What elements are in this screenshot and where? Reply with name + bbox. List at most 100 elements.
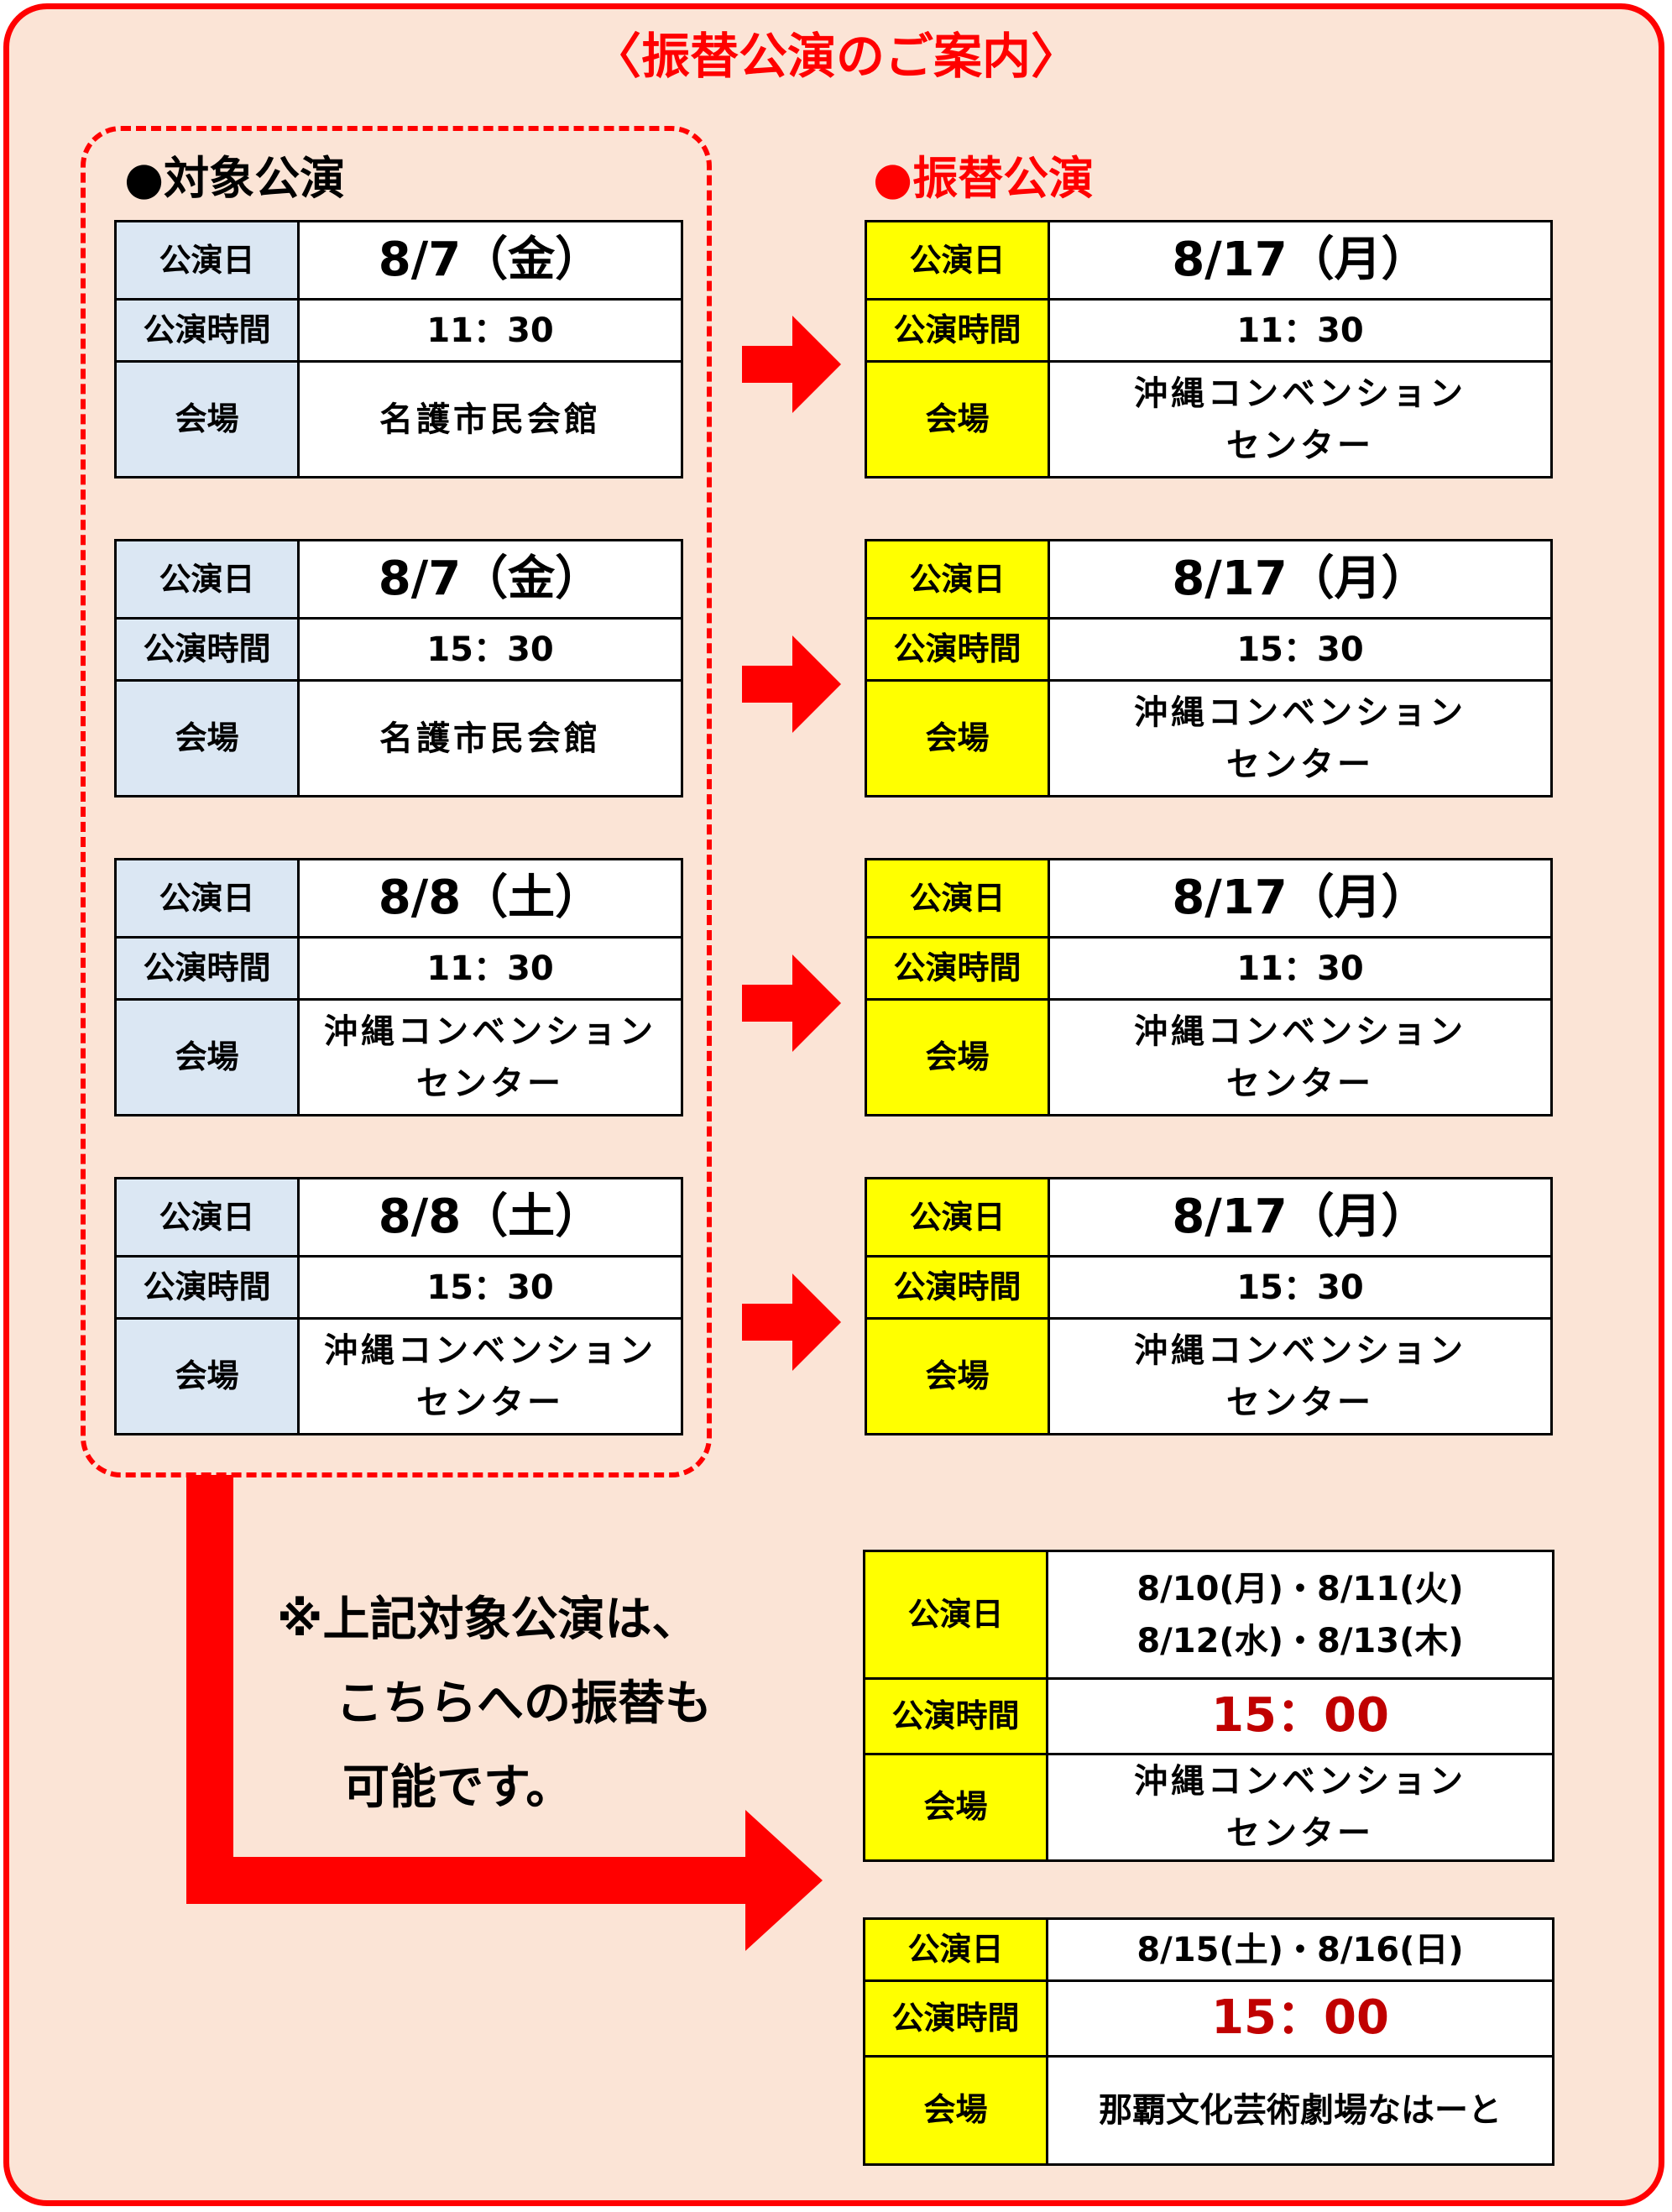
venue-line: 沖縄コンベンション bbox=[1134, 374, 1466, 413]
venue-label: 会場 bbox=[114, 998, 300, 1116]
venue-label: 会場 bbox=[865, 998, 1050, 1116]
note-line: こちらへの振替も bbox=[336, 1676, 712, 1731]
venue-line: 那覇文化芸術劇場なはーと bbox=[1099, 2090, 1502, 2130]
target-shows-group bbox=[81, 126, 712, 1477]
transfer-note: ※上記対象公演は、 こちらへの振替も 可能です。 bbox=[277, 1578, 712, 1830]
note-line: 可能です。 bbox=[342, 1760, 573, 1815]
venue-line: 沖縄コンベンション bbox=[324, 1012, 656, 1051]
arrow-right-icon bbox=[742, 316, 841, 413]
venue-label: 会場 bbox=[114, 679, 300, 797]
venue-line: 名護市民会館 bbox=[379, 400, 601, 439]
venue-line: センター bbox=[1226, 1813, 1374, 1853]
note-line: ※上記対象公演は、 bbox=[277, 1592, 699, 1647]
target-shows-heading: ●対象公演 bbox=[124, 152, 346, 205]
date-label: 公演日 bbox=[863, 1917, 1048, 1982]
date-label: 公演日 bbox=[865, 220, 1050, 301]
time-label: 公演時間 bbox=[114, 617, 300, 682]
show-time: 11：30 bbox=[1048, 298, 1553, 363]
date-label: 公演日 bbox=[114, 220, 300, 301]
date-label: 公演日 bbox=[114, 1177, 300, 1258]
venue-label: 会場 bbox=[865, 679, 1050, 797]
show-venue: 名護市民会館 bbox=[297, 360, 683, 478]
transfer-shows-heading: ●振替公演 bbox=[873, 152, 1095, 205]
arrow-right-icon bbox=[742, 954, 841, 1052]
venue-label: 会場 bbox=[863, 1752, 1048, 1862]
show-venue: 名護市民会館 bbox=[297, 679, 683, 797]
show-time: 15：00 bbox=[1046, 1677, 1554, 1755]
time-label: 公演時間 bbox=[114, 936, 300, 1001]
venue-label: 会場 bbox=[865, 360, 1050, 478]
show-time: 15：30 bbox=[297, 617, 683, 682]
page-title: 〈振替公演のご案内〉 bbox=[592, 28, 1079, 85]
show-time: 15：00 bbox=[1046, 1979, 1554, 2058]
venue-line: 沖縄コンベンション bbox=[1134, 1761, 1466, 1801]
date-label: 公演日 bbox=[865, 539, 1050, 620]
show-date: 8/17（月） bbox=[1048, 539, 1553, 620]
venue-line: センター bbox=[1226, 1383, 1374, 1422]
venue-line: 名護市民会館 bbox=[379, 719, 601, 758]
show-venue: 沖縄コンベンションセンター bbox=[1048, 360, 1553, 478]
time-label: 公演時間 bbox=[114, 298, 300, 363]
venue-line: 沖縄コンベンション bbox=[1134, 1012, 1466, 1051]
date-label: 公演日 bbox=[863, 1550, 1048, 1680]
venue-label: 会場 bbox=[863, 2054, 1048, 2167]
show-date: 8/17（月） bbox=[1048, 858, 1553, 939]
time-label: 公演時間 bbox=[114, 1255, 300, 1320]
show-time: 11：30 bbox=[1048, 936, 1553, 1001]
show-venue: 沖縄コンベンションセンター bbox=[1048, 1317, 1553, 1435]
show-date: 8/7（金） bbox=[297, 220, 683, 301]
date-line: 8/10(月)・8/11(火) bbox=[1136, 1569, 1464, 1608]
arrow-right-icon bbox=[742, 635, 841, 733]
venue-line: 沖縄コンベンション bbox=[1134, 1331, 1466, 1370]
show-date: 8/17（月） bbox=[1048, 1177, 1553, 1258]
venue-line: 沖縄コンベンション bbox=[324, 1331, 656, 1370]
venue-line: センター bbox=[1226, 745, 1374, 784]
show-venue: 沖縄コンベンションセンター bbox=[297, 998, 683, 1116]
date-label: 公演日 bbox=[114, 539, 300, 620]
venue-line: センター bbox=[1226, 426, 1374, 465]
time-label: 公演時間 bbox=[865, 298, 1050, 363]
venue-label: 会場 bbox=[114, 1317, 300, 1435]
show-venue: 沖縄コンベンションセンター bbox=[1048, 679, 1553, 797]
show-date: 8/7（金） bbox=[297, 539, 683, 620]
show-date: 8/10(月)・8/11(火) 8/12(水)・8/13(木) bbox=[1046, 1550, 1554, 1680]
arrow-right-icon bbox=[742, 1273, 841, 1371]
venue-line: センター bbox=[416, 1064, 564, 1103]
time-label: 公演時間 bbox=[863, 1979, 1048, 2058]
time-label: 公演時間 bbox=[863, 1677, 1048, 1755]
elbow-arrow-icon bbox=[186, 1475, 823, 1951]
show-time: 15：30 bbox=[1048, 1255, 1553, 1320]
show-date: 8/15(土)・8/16(日) bbox=[1046, 1917, 1554, 1982]
venue-line: 沖縄コンベンション bbox=[1134, 693, 1466, 732]
time-label: 公演時間 bbox=[865, 936, 1050, 1001]
show-date: 8/8（土） bbox=[297, 1177, 683, 1258]
date-label: 公演日 bbox=[865, 858, 1050, 939]
venue-line: センター bbox=[416, 1383, 564, 1422]
show-date: 8/8（土） bbox=[297, 858, 683, 939]
date-label: 公演日 bbox=[865, 1177, 1050, 1258]
show-venue: 沖縄コンベンションセンター bbox=[297, 1317, 683, 1435]
show-venue: 沖縄コンベンションセンター bbox=[1048, 998, 1553, 1116]
time-label: 公演時間 bbox=[865, 617, 1050, 682]
date-line: 8/15(土)・8/16(日) bbox=[1136, 1930, 1464, 1969]
show-time: 11：30 bbox=[297, 298, 683, 363]
venue-line: センター bbox=[1226, 1064, 1374, 1103]
show-venue: 沖縄コンベンションセンター bbox=[1046, 1752, 1554, 1862]
show-time: 15：30 bbox=[297, 1255, 683, 1320]
show-time: 15：30 bbox=[1048, 617, 1553, 682]
date-line: 8/12(水)・8/13(木) bbox=[1136, 1621, 1464, 1660]
time-label: 公演時間 bbox=[865, 1255, 1050, 1320]
venue-label: 会場 bbox=[865, 1317, 1050, 1435]
show-date: 8/17（月） bbox=[1048, 220, 1553, 301]
